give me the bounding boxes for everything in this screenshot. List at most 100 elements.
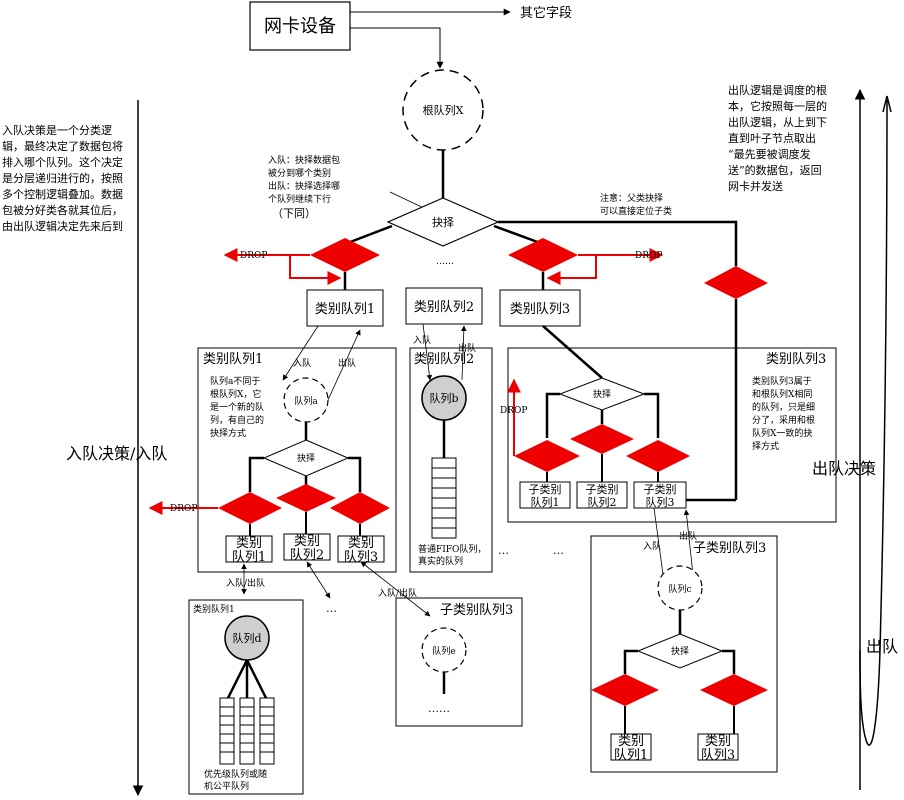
dequeue-decision-label: 出队决策 bbox=[812, 459, 876, 478]
c3-to-choose bbox=[542, 325, 603, 379]
box1-cls-1: 类别 队列1 bbox=[225, 535, 273, 565]
main-dots: …… bbox=[436, 257, 454, 267]
right-note: 出队逻辑是调度的根 本，它按照每一层的 出队逻辑，从上到下 直到叶子节点取出 “… bbox=[728, 83, 827, 193]
svg-text:辑，最终决定了数据包将: 辑，最终决定了数据包将 bbox=[2, 139, 123, 153]
arrow-to-root bbox=[350, 27, 444, 69]
svg-text:个队列继续下行: 个队列继续下行 bbox=[268, 193, 331, 205]
queue-c-label: 队列c bbox=[668, 583, 691, 595]
queue-d-label: 队列d bbox=[232, 631, 261, 645]
red-diamond-1 bbox=[310, 238, 380, 272]
branch-right bbox=[493, 224, 544, 246]
svg-text:网卡并发送: 网卡并发送 bbox=[728, 179, 783, 193]
fifo-note: 普通FIFO队列， 真实的队列 bbox=[418, 543, 486, 567]
svg-text:择方式: 择方式 bbox=[752, 440, 779, 452]
svg-text:列，有自己的: 列，有自己的 bbox=[210, 414, 264, 426]
svg-text:出队逻辑是调度的根: 出队逻辑是调度的根 bbox=[728, 83, 827, 97]
box1-cls3-link bbox=[360, 561, 431, 617]
box1-branch-r bbox=[348, 456, 362, 492]
queue-e-dots: …… bbox=[428, 702, 450, 715]
subbox-branch-l bbox=[623, 649, 638, 674]
svg-text:入队：抉择数据包: 入队：抉择数据包 bbox=[268, 154, 340, 166]
box1-cls-2: 类别 队列2 bbox=[283, 533, 331, 563]
dequeue-curve bbox=[859, 99, 888, 746]
box3-red-1 bbox=[514, 440, 580, 472]
red-connector-1 bbox=[289, 255, 342, 285]
svg-text:子类别: 子类别 bbox=[529, 482, 562, 496]
subbox-branch-r bbox=[722, 649, 736, 674]
svg-text:多个控制逻辑叠加。数据: 多个控制逻辑叠加。数据 bbox=[2, 187, 123, 201]
box1-red-1 bbox=[218, 492, 282, 524]
box3-dots-2: … bbox=[553, 544, 564, 557]
queue-e-panel-title: 子类别队列3 bbox=[440, 603, 513, 618]
svg-text:（下同）: （下同） bbox=[272, 207, 316, 220]
class-queue-1-box: 类别队列1 bbox=[306, 289, 384, 327]
svg-text:是分层递归进行的，按照: 是分层递归进行的，按照 bbox=[2, 171, 123, 185]
subbox-choose-diamond bbox=[636, 633, 724, 669]
svg-text:队列3: 队列3 bbox=[701, 748, 735, 763]
class-queue-3-panel-title: 类别队列3 bbox=[766, 352, 826, 367]
svg-text:的队列，只是细: 的队列，只是细 bbox=[752, 401, 815, 413]
svg-text:抉择方式: 抉择方式 bbox=[210, 427, 246, 439]
class-queue-1-panel-title: 类别队列1 bbox=[203, 352, 263, 367]
branch-far-right bbox=[498, 220, 738, 266]
parent-note: 注意：父类抉择 可以直接定位子类 bbox=[600, 192, 672, 217]
prio-queue-1 bbox=[219, 697, 235, 765]
class-queue-2-panel-title: 类别队列2 bbox=[414, 352, 474, 367]
red-diamond-3 bbox=[704, 266, 768, 299]
box1-drop-label: DROP bbox=[170, 504, 197, 514]
svg-text:由出队逻辑决定先来后到: 由出队逻辑决定先来后到 bbox=[2, 219, 123, 233]
box1-cls2-link bbox=[306, 561, 331, 599]
svg-text:类别: 类别 bbox=[294, 534, 320, 549]
svg-text:队列2: 队列2 bbox=[588, 495, 617, 509]
svg-text:包被分好类各就其位后，: 包被分好类各就其位后， bbox=[2, 203, 123, 217]
subbox-choose-label: 抉择 bbox=[671, 645, 689, 657]
queue-e-panel bbox=[395, 597, 523, 727]
red-diamond-2 bbox=[508, 238, 578, 272]
svg-text:“最先要被调度发: “最先要被调度发 bbox=[728, 147, 811, 161]
enqueue-b-label: 入队 bbox=[413, 334, 431, 346]
svg-text:队列1: 队列1 bbox=[614, 748, 648, 763]
svg-text:队列2: 队列2 bbox=[290, 548, 324, 563]
fifo-queue bbox=[431, 457, 457, 539]
queue-d-leg-1 bbox=[226, 659, 249, 699]
subbox-red-1 bbox=[591, 674, 659, 706]
box3-red-3 bbox=[626, 440, 690, 472]
svg-text:被分到哪个类别: 被分到哪个类别 bbox=[268, 167, 331, 179]
dequeue-b-label: 出队 bbox=[458, 342, 476, 354]
dequeue-curve-head bbox=[882, 95, 892, 113]
enqueue-a-arrow bbox=[282, 325, 319, 381]
box1-choose-label: 抉择 bbox=[297, 452, 315, 464]
enqueue-c-arrow bbox=[653, 507, 667, 583]
svg-text:类别: 类别 bbox=[236, 536, 262, 551]
class-queue-3-box: 类别队列3 bbox=[499, 289, 581, 327]
svg-text:本，它按照每一层的: 本，它按照每一层的 bbox=[728, 99, 827, 113]
svg-text:排入哪个队列。这个决定: 排入哪个队列。这个决定 bbox=[2, 155, 123, 169]
box1-red-3 bbox=[330, 492, 390, 524]
enqueue-b-arrow bbox=[422, 323, 433, 381]
box1-enqueue-dequeue-label: 入队/出队 bbox=[226, 577, 265, 589]
drop-label-2: DROP bbox=[635, 251, 662, 261]
box3-choose-label: 抉择 bbox=[593, 388, 611, 400]
class-queue-1-panel bbox=[197, 347, 397, 573]
root-queue-label: 根队列X bbox=[423, 103, 464, 117]
svg-text:队列a不同于: 队列a不同于 bbox=[210, 375, 260, 387]
box1-cls3-link-label: 入队/出队 bbox=[378, 587, 417, 599]
red-connector-2 bbox=[546, 255, 597, 285]
prio-note: 优先级队列或随 机公平队列 bbox=[204, 768, 267, 792]
svg-text:普通FIFO队列，: 普通FIFO队列， bbox=[418, 543, 486, 555]
box1-note: 队列a不同于 根队列X，它 是一个新的队 列，有自己的 抉择方式 bbox=[210, 375, 264, 439]
prio-queue-3 bbox=[259, 697, 275, 765]
queue-e-label: 队列e bbox=[432, 645, 455, 657]
svg-text:机公平队列: 机公平队列 bbox=[204, 780, 249, 792]
svg-text:出队逻辑，从上到下: 出队逻辑，从上到下 bbox=[728, 115, 827, 129]
svg-text:子类别: 子类别 bbox=[586, 482, 619, 496]
class-queue-3-panel bbox=[507, 347, 837, 523]
nic-label: 网卡设备 bbox=[264, 16, 336, 37]
svg-text:类别队列2: 类别队列2 bbox=[414, 300, 474, 315]
queue-d-leg-3 bbox=[245, 659, 268, 699]
enqueue-decision-label: 入队决策/入队 bbox=[66, 444, 167, 463]
box1-cls-3: 类别 队列3 bbox=[337, 535, 385, 565]
svg-text:类别队列3: 类别队列3 bbox=[510, 302, 570, 317]
main-choose-diamond bbox=[386, 197, 500, 247]
